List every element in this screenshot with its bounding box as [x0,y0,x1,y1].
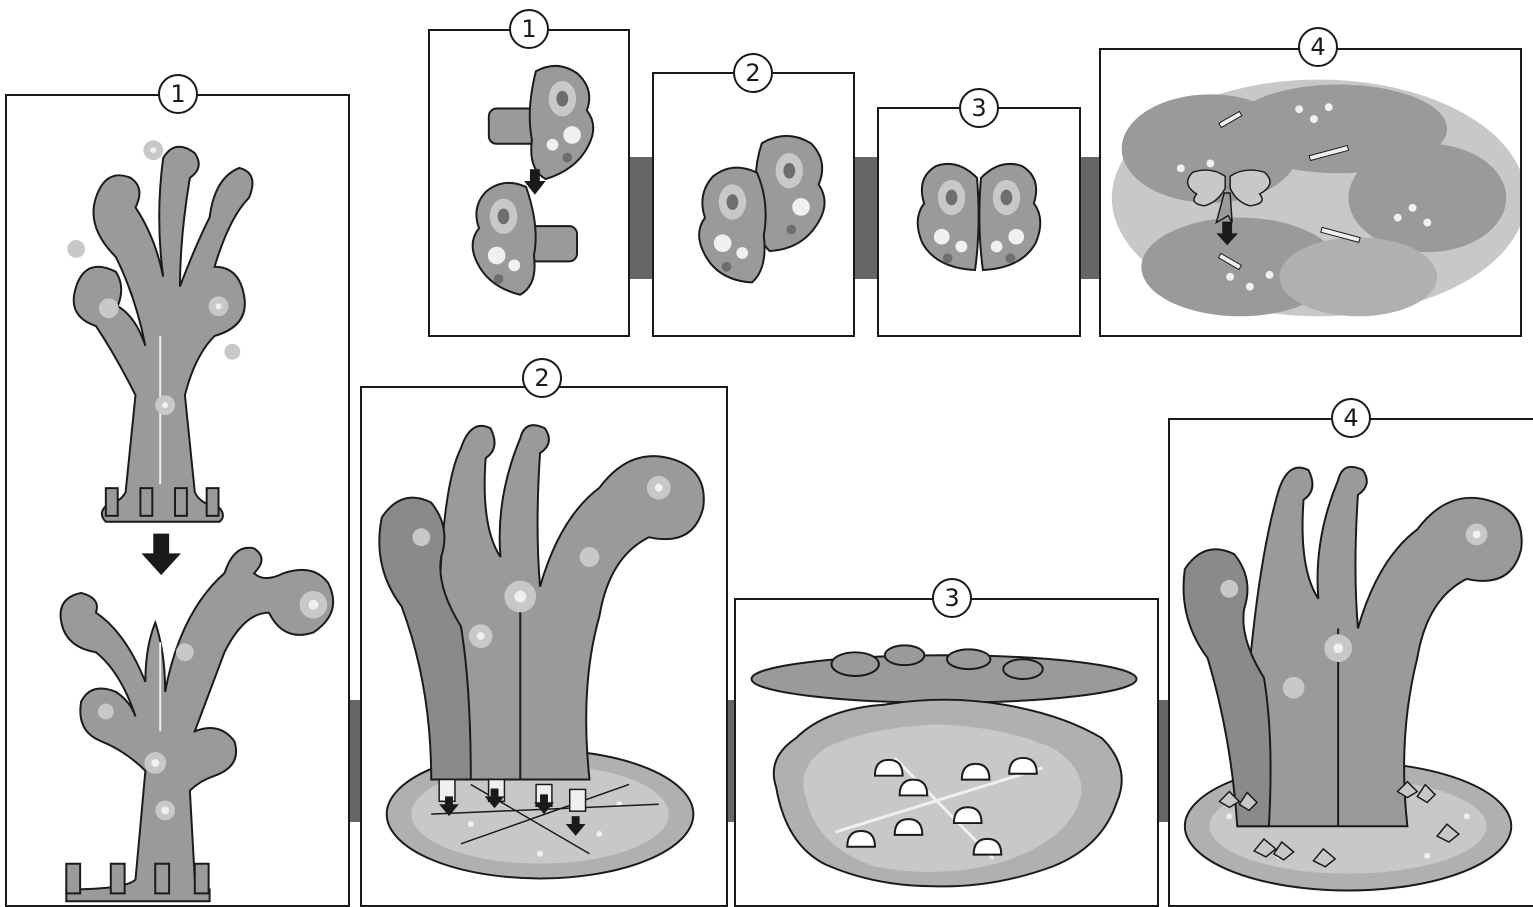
tree-step-3-panel [734,598,1159,907]
connector-bar [853,157,879,279]
butterfly-joined-illustration [698,134,826,284]
step-badge: 1 [158,74,198,114]
tree-step-2-panel [360,386,728,907]
tree-step-1-panel [5,94,350,907]
down-arrow-icon [439,788,586,836]
tree-base-underside-illustration [750,644,1138,888]
down-arrow-icon [141,533,181,576]
tree-step-4-panel [1168,418,1533,907]
butterfly-step-2-panel [652,72,855,337]
tree-on-base-illustration [378,424,705,880]
connector-bar [348,700,362,822]
butterfly-on-base-illustration [1111,79,1520,317]
step-badge: 2 [733,53,773,93]
step-badge: 3 [959,88,999,128]
step-badge: 4 [1298,27,1338,67]
connector-bar [1079,157,1101,279]
step-badge: 3 [932,578,972,618]
connector-bar [628,157,654,279]
butterfly-step-3-panel [877,107,1081,337]
butterfly-step-1-panel [428,29,630,337]
butterfly-halves-illustration [471,64,595,296]
step-badge: 4 [1331,398,1371,438]
tree-halves-illustration [59,140,335,903]
connector-bar [726,700,736,822]
step-badge: 1 [509,9,549,49]
butterfly-step-4-panel [1099,48,1522,337]
tree-finished-illustration [1182,465,1523,892]
connector-bar [1156,700,1170,822]
butterfly-complete-illustration [916,162,1042,272]
step-badge: 2 [522,358,562,398]
